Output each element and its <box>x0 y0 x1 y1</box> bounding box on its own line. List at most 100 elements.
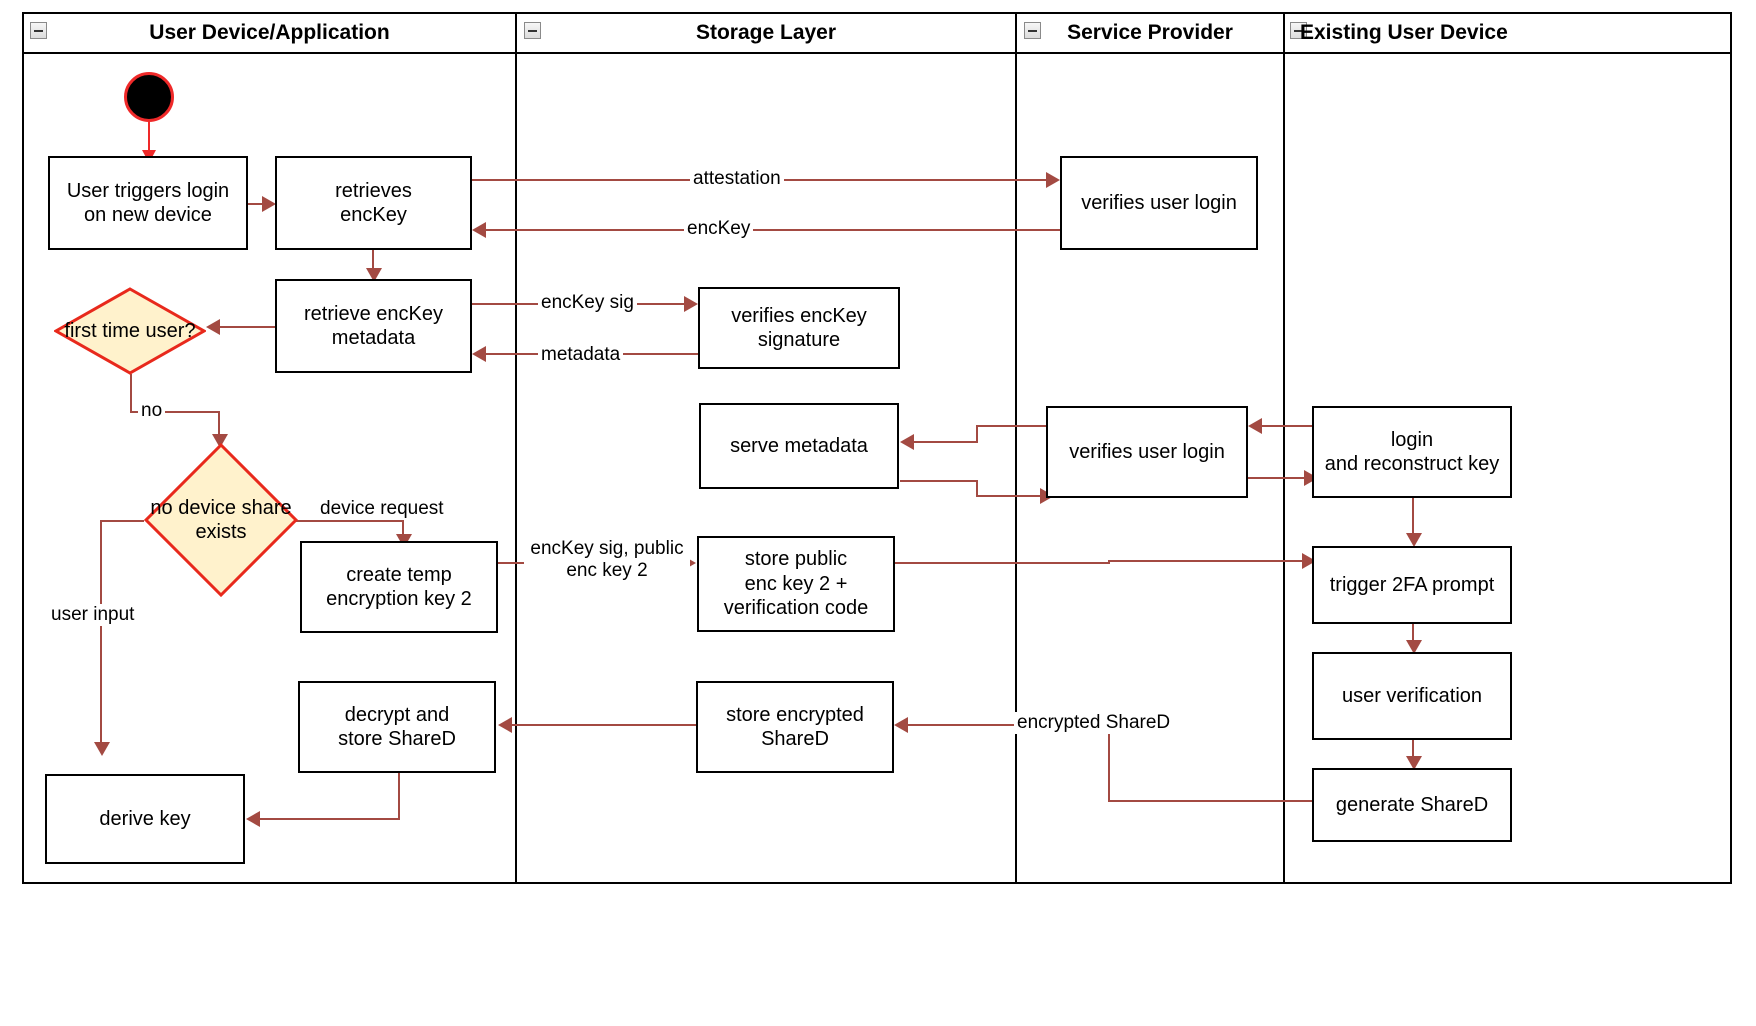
edge-enckey-return-arrowhead <box>472 222 486 238</box>
edge-user-input-arrowhead <box>94 742 110 756</box>
node-no-device-share-exists[interactable]: no device share exists <box>144 443 298 597</box>
minus-box-icon-service-provider[interactable] <box>1024 22 1041 39</box>
node-store-public-line1: store public <box>744 548 848 571</box>
node-retrieve-enckey-metadata-line1: retrieve encKey <box>304 302 443 325</box>
node-create-temp-line2: encryption key 2 <box>326 588 472 610</box>
edge-verify2-to-servemeta-top <box>976 425 1048 427</box>
node-trigger-2fa-label: trigger 2FA prompt <box>1329 573 1495 596</box>
edge-servemeta-to-verify2-right <box>976 495 1046 497</box>
edge-label-no: no <box>138 400 166 422</box>
node-first-time-user[interactable]: first time user? <box>54 287 206 375</box>
node-generate-shared[interactable]: generate ShareD <box>1312 768 1512 842</box>
node-store-public-line3: verification code <box>723 597 869 620</box>
decision-diamond-shape-2 <box>144 443 298 597</box>
edge-login-to-retrieves-arrowhead <box>262 196 276 212</box>
edge-encrypted-shared-into-store <box>906 724 1110 726</box>
lane-title-service-provider: Service Provider <box>1067 21 1233 44</box>
node-store-encrypted-shared[interactable]: store encrypted ShareD <box>696 681 894 773</box>
edge-decrypt-to-derive-arrowhead <box>246 811 260 827</box>
minus-box-icon-storage-layer[interactable] <box>524 22 541 39</box>
edge-servemeta-to-verify2-left <box>900 480 978 482</box>
minus-box-icon-user-device[interactable] <box>30 22 47 39</box>
node-store-public-line2: enc key 2 + <box>744 572 848 595</box>
edge-login-to-retrieves <box>248 203 268 205</box>
lane-divider-3 <box>1283 12 1285 884</box>
edge-attestation-arrowhead <box>1046 172 1060 188</box>
lane-title-storage-layer: Storage Layer <box>695 21 837 44</box>
node-user-verification[interactable]: user verification <box>1312 652 1512 740</box>
edge-firsttime-no-horizontal <box>130 411 220 413</box>
lane-title-existing-user-device: Existing User Device <box>1300 21 1508 44</box>
edge-reconstruct-to-2fa-arrowhead <box>1406 533 1422 547</box>
node-store-public-enc-key-2[interactable]: store public enc key 2 + verification co… <box>697 536 895 632</box>
edge-label-enckey-sig: encKey sig <box>538 292 637 314</box>
node-verifies-enckey-sig-line2: signature <box>757 329 841 351</box>
edge-user-input-vertical <box>100 520 102 748</box>
edge-verify-to-existinglogin <box>1248 477 1310 479</box>
node-retrieve-enckey-metadata[interactable]: retrieve encKey metadata <box>275 279 472 373</box>
node-decrypt-store-line1: decrypt and <box>344 703 450 726</box>
node-generate-shared-label: generate ShareD <box>1335 793 1489 816</box>
edge-retrieves-to-metadata-arrowhead <box>366 268 382 282</box>
node-user-triggers-login[interactable]: User triggers login on new device <box>48 156 248 250</box>
edge-encrypted-shared-vertical <box>1108 725 1110 802</box>
edge-firsttime-no-drop <box>218 411 220 441</box>
node-first-time-user-line1: first time <box>64 319 140 342</box>
node-create-temp-encryption-key-2[interactable]: create temp encryption key 2 <box>300 541 498 633</box>
edge-verification-to-generate <box>1412 739 1414 763</box>
node-derive-key[interactable]: derive key <box>45 774 245 864</box>
decision-diamond-shape <box>54 287 206 375</box>
node-login-reconstruct-line2: and reconstruct key <box>1324 453 1500 475</box>
edge-metadata-return-arrowhead <box>472 346 486 362</box>
node-user-verification-label: user verification <box>1341 684 1483 707</box>
edge-decrypt-to-derive-vertical <box>398 772 400 820</box>
node-trigger-2fa-prompt[interactable]: trigger 2FA prompt <box>1312 546 1512 624</box>
initial-node <box>124 72 174 122</box>
edge-firsttime-no-stem <box>130 374 132 412</box>
edge-label-enckey: encKey <box>684 218 754 240</box>
edge-verify2-to-servemeta-arrowhead <box>900 434 914 450</box>
edge-storepublic-to-2fa-seg1 <box>894 562 1110 564</box>
edge-device-request-horizontal <box>296 520 404 522</box>
edge-2fa-to-verification <box>1412 623 1414 647</box>
node-serve-metadata[interactable]: serve metadata <box>699 403 899 489</box>
edge-label-metadata: metadata <box>538 344 624 366</box>
edge-label-enckeysig-pubkey2-line2: public enc key 2 <box>566 538 684 581</box>
node-retrieves-enckey-line1: retrieves <box>335 179 412 202</box>
node-verifies-user-login-2-label: verifies user login <box>1069 440 1225 463</box>
node-create-temp-line1: create temp <box>346 563 452 586</box>
node-decrypt-and-store-shared[interactable]: decrypt and store ShareD <box>298 681 496 773</box>
edge-decrypt-to-derive-horizontal <box>258 818 400 820</box>
node-retrieves-enckey[interactable]: retrieves encKey <box>275 156 472 250</box>
edge-2fa-to-verification-arrowhead <box>1406 640 1422 654</box>
node-no-device-share-exists-line2: share exists <box>195 496 292 543</box>
node-no-device-share-exists-line1: no device <box>150 496 237 519</box>
edge-label-encrypted-shared: encrypted ShareD <box>1014 712 1174 734</box>
edge-encrypted-shared-horizontal <box>1108 800 1314 802</box>
minus-box-icon-existing-user-device[interactable] <box>1290 22 1307 39</box>
edge-storeencrypted-to-decrypt-arrowhead <box>498 717 512 733</box>
node-login-and-reconstruct-key[interactable]: login and reconstruct key <box>1312 406 1512 498</box>
edge-firsttime-no-arrowhead <box>212 434 228 448</box>
edge-storeencrypted-to-decrypt <box>510 724 698 726</box>
edge-storepublic-to-2fa-seg2 <box>1108 560 1308 562</box>
edge-verify2-to-servemeta-bottom <box>912 441 978 443</box>
edge-enckey-sig-arrowhead <box>684 296 698 312</box>
node-verifies-user-login-1[interactable]: verifies user login <box>1060 156 1258 250</box>
node-serve-metadata-label: serve metadata <box>730 434 868 457</box>
node-store-encrypted-line2: ShareD <box>761 728 829 750</box>
node-retrieve-enckey-metadata-line2: metadata <box>331 327 416 349</box>
node-verifies-enckey-sig-line1: verifies encKey <box>731 304 867 327</box>
edge-servemeta-to-verify2-step <box>976 480 978 497</box>
swimlane-header-row <box>22 12 1732 54</box>
node-decrypt-store-line2: store ShareD <box>338 728 456 750</box>
node-verifies-enckey-signature[interactable]: verifies encKey signature <box>698 287 900 369</box>
edge-existinglogin-to-verify <box>1260 425 1322 427</box>
edge-label-enckeysig-pubkey2: encKey sig, public enc key 2 <box>524 538 690 582</box>
lane-divider-1 <box>515 12 517 884</box>
edge-label-device-request: device request <box>317 498 447 520</box>
edge-label-user-input: user input <box>48 604 138 626</box>
node-verifies-user-login-2[interactable]: verifies user login <box>1046 406 1248 498</box>
node-login-reconstruct-line1: login <box>1390 428 1434 451</box>
edge-user-input-horizontal <box>100 520 144 522</box>
